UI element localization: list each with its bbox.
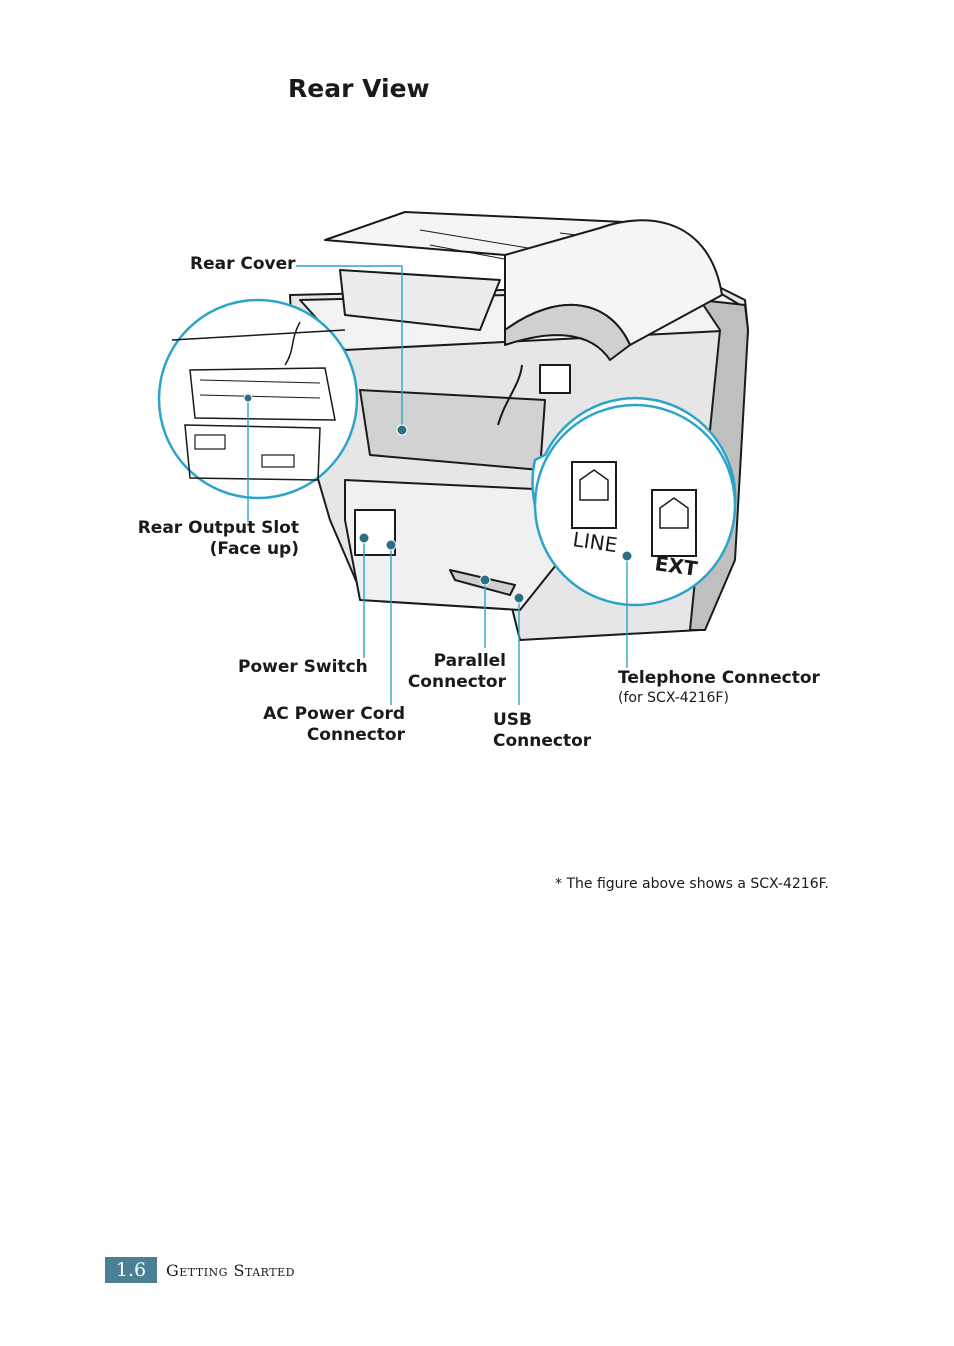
ac-power-cord-label: AC Power Cord Connector: [263, 704, 405, 746]
rear-output-slot-label-line1: Rear Output Slot: [137, 518, 299, 538]
usb-connector-label-line2: Connector: [493, 731, 592, 751]
ext-jack-label: EXT: [653, 551, 699, 581]
parallel-connector-label-line1: Parallel: [433, 651, 506, 671]
power-switch-label: Power Switch: [238, 657, 368, 677]
ac-power-cord-label-line1: AC Power Cord: [263, 704, 405, 724]
line-jack-icon: [571, 461, 617, 529]
rear-output-slot-label-line2: (Face up): [209, 539, 299, 559]
rear-output-slot-label: Rear Output Slot (Face up): [138, 518, 299, 560]
callout-dots: [243, 393, 633, 604]
parallel-connector-label: Parallel Connector: [408, 651, 506, 693]
usb-connector-label: USB Connector: [493, 710, 591, 752]
telephone-connector-inset: LINE EXT: [531, 396, 737, 607]
parallel-connector-label-line2: Connector: [407, 672, 506, 692]
telephone-connector-label: Telephone Connector (for SCX-4216F): [618, 668, 820, 707]
rear-output-slot-inset: [157, 298, 359, 500]
ac-power-cord-label-line2: Connector: [306, 725, 405, 745]
telephone-connector-label-line1: Telephone Connector: [618, 668, 820, 688]
page-title: Rear View: [288, 74, 430, 103]
telephone-connector-note: (for SCX-4216F): [618, 690, 729, 706]
section-title: Getting Started: [166, 1261, 295, 1280]
callout-leaders: [247, 265, 628, 705]
figure-note: * The figure above shows a SCX-4216F.: [555, 876, 829, 892]
document-feeder: [324, 211, 723, 361]
page-number-badge: 1.6: [105, 1257, 157, 1283]
ext-jack-icon: [651, 489, 697, 557]
usb-connector-label-line1: USB: [493, 710, 533, 730]
rear-cover-label: Rear Cover: [190, 254, 296, 274]
